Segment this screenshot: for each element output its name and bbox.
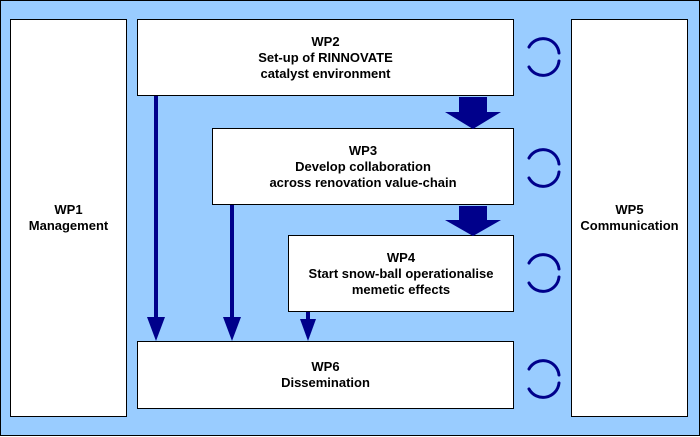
wp3-collaboration-box: WP3 Develop collaboration across renovat… <box>212 128 514 205</box>
wp6-id: WP6 <box>311 359 340 374</box>
cycle-icon <box>527 37 561 77</box>
wp3-line2: across renovation value-chain <box>269 174 457 190</box>
wp4-line1: Start snow-ball operationalise <box>308 265 494 281</box>
wp6-dissemination-box: WP6 Dissemination <box>137 341 514 409</box>
wp5-title: Communication <box>580 218 679 233</box>
wp3-line1: Develop collaboration <box>295 158 431 174</box>
arrow-wp2-to-wp6-head <box>147 317 165 341</box>
wp4-snowball-box: WP4 Start snow-ball operationalise memet… <box>288 235 514 312</box>
wp1-management-box: WP1 Management <box>10 19 127 417</box>
block-arrow-wp3-to-wp4 <box>445 206 501 236</box>
wp4-id: WP4 <box>386 249 416 265</box>
cycle-icon <box>527 359 561 399</box>
arrow-wp3-to-wp6-head <box>223 317 241 341</box>
cycle-icon <box>527 253 561 293</box>
wp1-title: Management <box>28 218 109 233</box>
cycle-icon <box>527 148 561 188</box>
wp5-id: WP5 <box>615 202 644 217</box>
wp2-setup-box: WP2 Set-up of RINNOVATE catalyst environ… <box>137 19 514 96</box>
wp2-id: WP2 <box>311 33 340 49</box>
wp4-line2: memetic effects <box>351 281 451 297</box>
wp3-id: WP3 <box>348 142 378 158</box>
wp6-title: Dissemination <box>281 375 370 390</box>
wp1-id: WP1 <box>54 202 83 217</box>
wp2-line2: catalyst environment <box>260 65 391 81</box>
arrow-wp4-to-wp6-head <box>300 319 316 341</box>
block-arrow-wp2-to-wp3 <box>445 97 501 129</box>
wp5-communication-box: WP5 Communication <box>571 19 688 417</box>
wp2-line1: Set-up of RINNOVATE <box>258 49 393 65</box>
